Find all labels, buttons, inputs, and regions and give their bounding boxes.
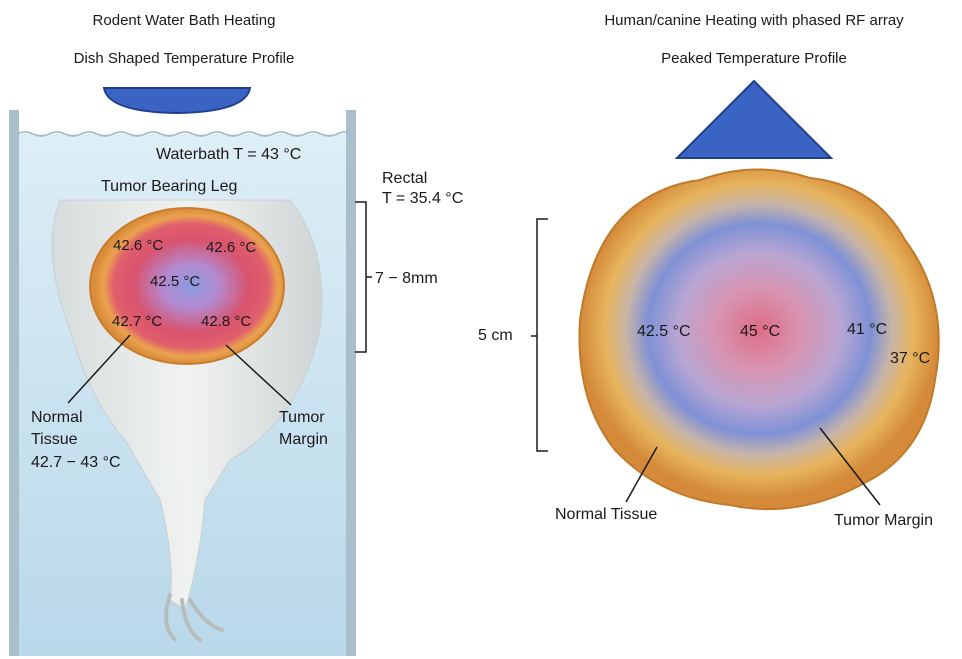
right-subtitle: Peaked Temperature Profile [661, 50, 847, 68]
dish-profile-shape [104, 88, 250, 113]
size-bracket-right [531, 219, 548, 451]
tumor-margin-label-line1: Tumor [279, 409, 325, 427]
size-label-left: 7 − 8mm [375, 270, 438, 288]
normal-tissue-label-line2: Tissue [31, 431, 78, 449]
temp-bottom-left: 42.7 °C [112, 313, 162, 331]
left-subtitle: Dish Shaped Temperature Profile [74, 50, 295, 68]
temp-right: 41 °C [847, 321, 887, 339]
rectal-label: Rectal [382, 170, 427, 188]
tumor-margin-label-line2: Margin [279, 431, 328, 449]
temp-edge: 37 °C [890, 350, 930, 368]
rectal-temperature: T = 35.4 °C [382, 190, 463, 208]
temp-center: 42.5 °C [150, 273, 200, 291]
right-title: Human/canine Heating with phased RF arra… [604, 12, 903, 30]
size-bracket-left [355, 202, 372, 352]
left-title: Rodent Water Bath Heating [93, 12, 276, 30]
temp-top-left: 42.6 °C [113, 237, 163, 255]
temp-left: 42.5 °C [637, 323, 691, 341]
tank-wall-right [346, 110, 356, 656]
tumor-margin-label-right: Tumor Margin [834, 512, 933, 530]
peaked-profile-shape [677, 81, 831, 158]
size-label-right: 5 cm [478, 327, 513, 345]
waterbath-temperature: Waterbath T = 43 °C [156, 146, 301, 164]
temp-top-right: 42.6 °C [206, 239, 256, 257]
temp-center-peak: 45 °C [740, 323, 780, 341]
normal-tissue-temperature: 42.7 − 43 °C [31, 454, 121, 472]
normal-tissue-label-line1: Normal [31, 409, 83, 427]
tumor-bearing-leg-label: Tumor Bearing Leg [101, 178, 237, 196]
normal-tissue-label-right: Normal Tissue [555, 506, 657, 524]
tank-wall-left [9, 110, 19, 656]
temp-bottom-right: 42.8 °C [201, 313, 251, 331]
